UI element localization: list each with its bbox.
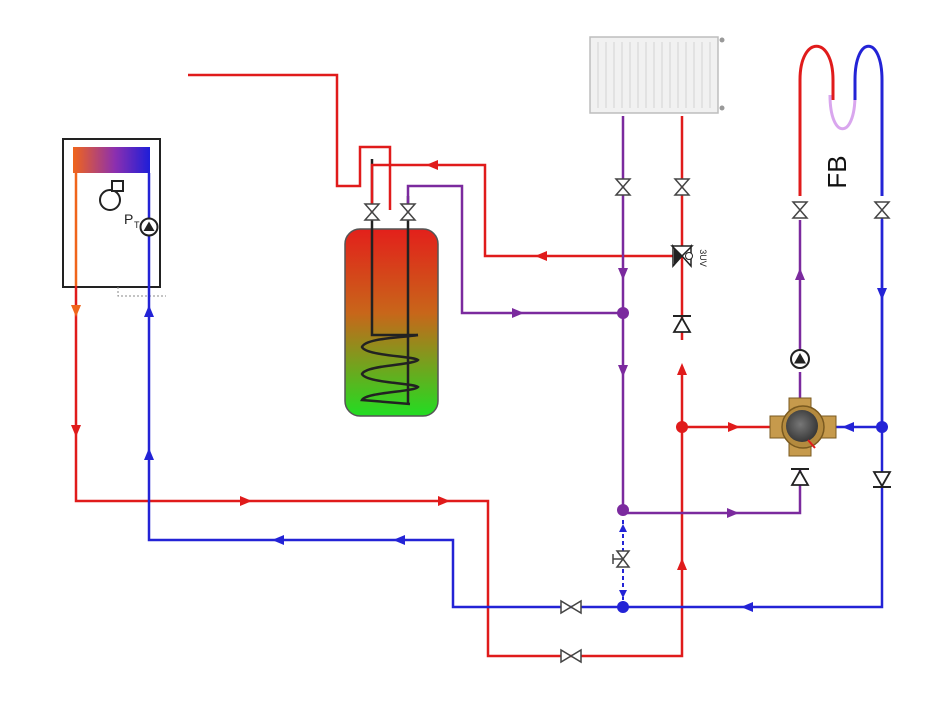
gate-valve-icon bbox=[614, 178, 632, 196]
gate-valve-icon bbox=[791, 201, 809, 219]
radiator-return-line bbox=[621, 116, 802, 515]
boiler-heat-exchanger bbox=[73, 147, 150, 173]
gate-valve-icon bbox=[363, 203, 381, 221]
fb-return-line bbox=[836, 220, 884, 429]
tank-coil-supply-line bbox=[188, 73, 680, 258]
flow-arrows bbox=[71, 160, 887, 612]
check-valve-icon bbox=[672, 315, 692, 333]
three-way-valve-icon bbox=[670, 244, 694, 268]
gate-valve-icon bbox=[673, 178, 691, 196]
gate-valve-icon bbox=[873, 201, 891, 219]
pump-label-sub: T bbox=[134, 220, 140, 230]
gate-valve-icon bbox=[560, 648, 582, 664]
boiler: P T bbox=[62, 138, 166, 297]
circulation-pump-icon bbox=[139, 217, 159, 237]
check-valve-icon bbox=[872, 471, 892, 488]
junction-dots bbox=[617, 307, 888, 613]
boiler-return-line bbox=[147, 210, 884, 609]
three-way-valve-label: 3UV bbox=[698, 249, 708, 267]
radiator-supply-line bbox=[680, 116, 770, 429]
check-valve-icon bbox=[790, 468, 810, 486]
radiator-icon bbox=[589, 36, 725, 114]
gate-valve-icon bbox=[560, 599, 582, 615]
boiler-supply-line bbox=[74, 286, 684, 658]
gate-valve-icon bbox=[399, 203, 417, 221]
tank-coil-return-line bbox=[406, 184, 623, 315]
floor-heating-loop bbox=[798, 44, 884, 196]
boiler-icon bbox=[99, 180, 124, 211]
hot-water-tank-icon bbox=[344, 159, 439, 417]
floor-heating-label: FB bbox=[822, 155, 852, 188]
pump-label: P bbox=[124, 211, 133, 227]
four-way-mixer-icon bbox=[769, 397, 837, 457]
gate-valve-icon bbox=[612, 550, 631, 568]
circulation-pump-icon bbox=[790, 349, 810, 369]
